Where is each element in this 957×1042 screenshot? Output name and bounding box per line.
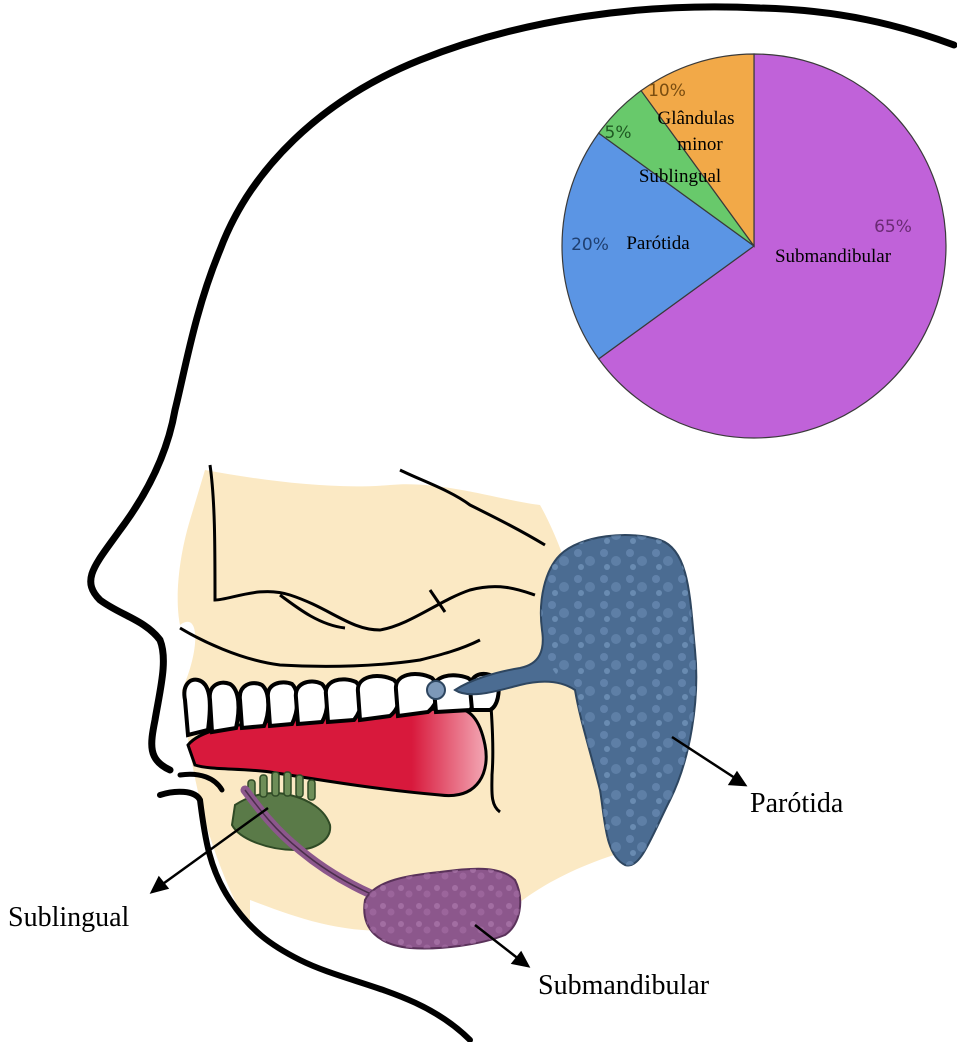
pie-slice-name-label: Glândulas (657, 108, 734, 129)
sublingual-label: Sublingual (8, 902, 130, 933)
saliva-contribution-pie: 65% Submandibular 20% Parótida 5% Sublingual 1… (562, 54, 946, 438)
parotid-duct-opening (427, 681, 445, 699)
pie-slice-name-label: minor (677, 134, 723, 155)
pie-slice-name-label: Parótida (626, 233, 690, 254)
pie-percent-label: 65% (874, 217, 912, 237)
pie-slice-name-label: Submandibular (775, 246, 892, 267)
pie-slice-name-label: Sublingual (639, 166, 721, 187)
pie-percent-label: 10% (648, 81, 686, 101)
submandibular-label: Submandibular (538, 970, 710, 1001)
pie-percent-label: 20% (571, 235, 609, 255)
parotid-label: Parótida (750, 788, 844, 819)
pie-percent-label: 5% (605, 123, 632, 143)
